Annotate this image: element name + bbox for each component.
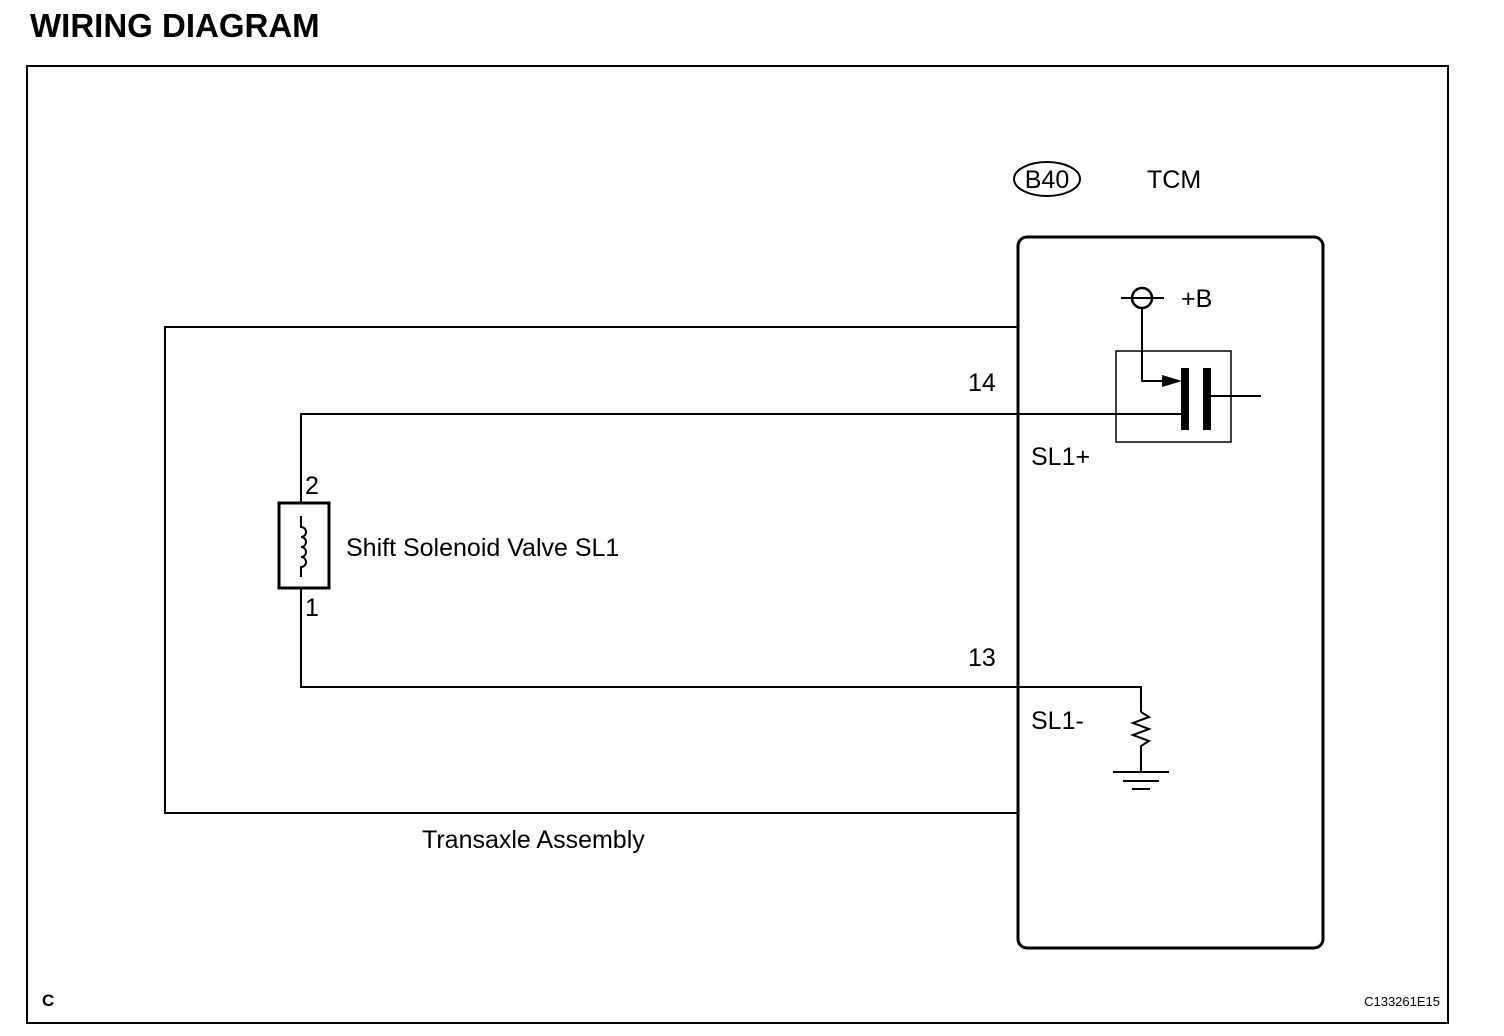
transistor-emitter-lead	[1141, 308, 1164, 382]
transistor-plate-left	[1181, 368, 1189, 430]
connector-badge: B40	[1013, 161, 1081, 197]
solenoid-label: Shift Solenoid Valve SL1	[346, 534, 619, 562]
figure-code: C133261E15	[1364, 994, 1440, 1009]
pulldown-resistor	[1130, 711, 1152, 772]
solenoid-body	[277, 501, 331, 590]
connector-badge-oval	[1013, 161, 1081, 197]
power-terminal: +B	[1121, 285, 1212, 313]
tcm-box	[1016, 235, 1325, 950]
pin-name-sl1-plus: SL1+	[1031, 443, 1090, 471]
transaxle-assembly-label: Transaxle Assembly	[422, 826, 645, 854]
pin-name-sl1-minus: SL1-	[1031, 707, 1084, 735]
connector-badge-label: B40	[1025, 166, 1069, 194]
tcm-label: TCM	[1147, 166, 1201, 194]
solenoid-coil-icon	[300, 516, 307, 577]
transistor-driver	[1115, 308, 1261, 443]
power-label: +B	[1181, 285, 1212, 313]
diagram-frame	[26, 65, 1449, 1024]
wire-sl1-minus	[300, 588, 1142, 712]
shift-solenoid-valve: 2 1 Shift Solenoid Valve SL1	[277, 472, 619, 622]
solenoid-terminal-1: 1	[305, 594, 319, 622]
diagram-title: WIRING DIAGRAM	[30, 7, 320, 44]
pin-number-14: 14	[968, 369, 996, 397]
section-letter: C	[42, 991, 54, 1010]
pin-number-13: 13	[968, 644, 996, 672]
transistor-plate-right	[1203, 368, 1211, 430]
ground-icon	[1113, 771, 1169, 790]
transaxle-assembly-outline	[164, 326, 1018, 814]
resistor-icon	[1130, 711, 1152, 772]
wire-sl1-plus	[300, 413, 1186, 503]
solenoid-terminal-2: 2	[305, 472, 319, 500]
transistor-arrow-icon	[1162, 375, 1182, 387]
